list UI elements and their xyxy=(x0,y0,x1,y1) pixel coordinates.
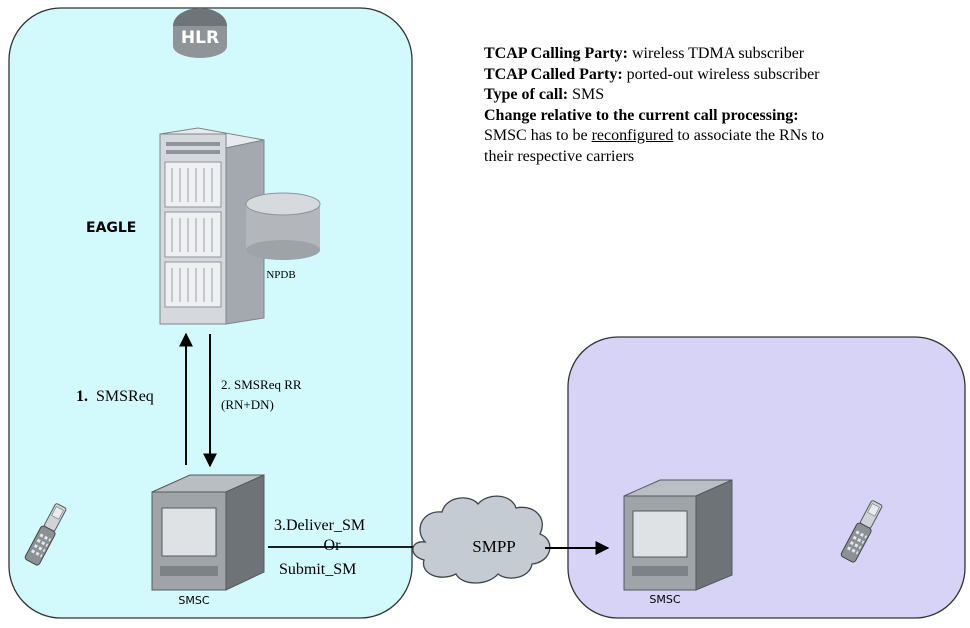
smpp-cloud-icon xyxy=(412,495,551,584)
step2-label: 2. SMSReq RR xyxy=(221,377,302,392)
call-type-value: SMS xyxy=(572,86,605,103)
smsc-right-server-icon xyxy=(623,479,733,591)
mobile-phone-right-icon xyxy=(840,500,883,563)
step3-line2: Or xyxy=(324,537,342,554)
smpp-label: SMPP xyxy=(472,537,515,556)
mobile-phone-icon xyxy=(24,503,67,566)
call-type-label: Type of call: xyxy=(484,86,569,103)
change-text-underlined: reconfigured xyxy=(591,127,674,144)
change-text-end: to associate the RNs to xyxy=(673,127,824,144)
hlr-icon: HLR xyxy=(173,8,227,58)
smsc-left-label: SMSC xyxy=(178,594,209,607)
step3-line1: 3.Deliver_SM xyxy=(274,517,365,534)
change-text-start: SMSC has to be xyxy=(484,127,592,144)
step1-number: 1. xyxy=(76,388,88,405)
npdb-label: NPDB xyxy=(266,269,295,281)
smsc-left-server-icon xyxy=(151,474,265,591)
calling-party-label: TCAP Calling Party: xyxy=(484,45,628,62)
call-info-panel: TCAP Calling Party: wireless TDMA subscr… xyxy=(484,44,968,167)
eagle-label: EAGLE xyxy=(86,220,136,236)
called-party-value: ported-out wireless subscriber xyxy=(626,65,820,83)
change-text-line: SMSC has to be reconfigured to associate… xyxy=(484,126,968,147)
npdb-database-icon xyxy=(245,192,321,260)
change-text-line2: their respective carriers xyxy=(484,147,968,168)
call-type-line: Type of call: SMS xyxy=(484,85,968,106)
step2-sublabel: (RN+DN) xyxy=(221,397,274,412)
change-text-continuation: their respective carriers xyxy=(484,147,635,165)
called-party-label: TCAP Called Party: xyxy=(484,65,623,83)
step1-label: SMSReq xyxy=(96,388,154,405)
calling-party-value: wireless TDMA subscriber xyxy=(632,45,805,62)
change-heading: Change relative to the current call proc… xyxy=(484,106,799,124)
called-party-line: TCAP Called Party: ported-out wireless s… xyxy=(484,65,968,86)
change-heading-line: Change relative to the current call proc… xyxy=(484,106,968,127)
step3-line3: Submit_SM xyxy=(279,561,356,578)
smsc-right-label: SMSC xyxy=(649,593,680,606)
hlr-label: HLR xyxy=(181,28,219,48)
calling-party-line: TCAP Calling Party: wireless TDMA subscr… xyxy=(484,44,968,65)
eagle-server-icon xyxy=(159,127,265,325)
